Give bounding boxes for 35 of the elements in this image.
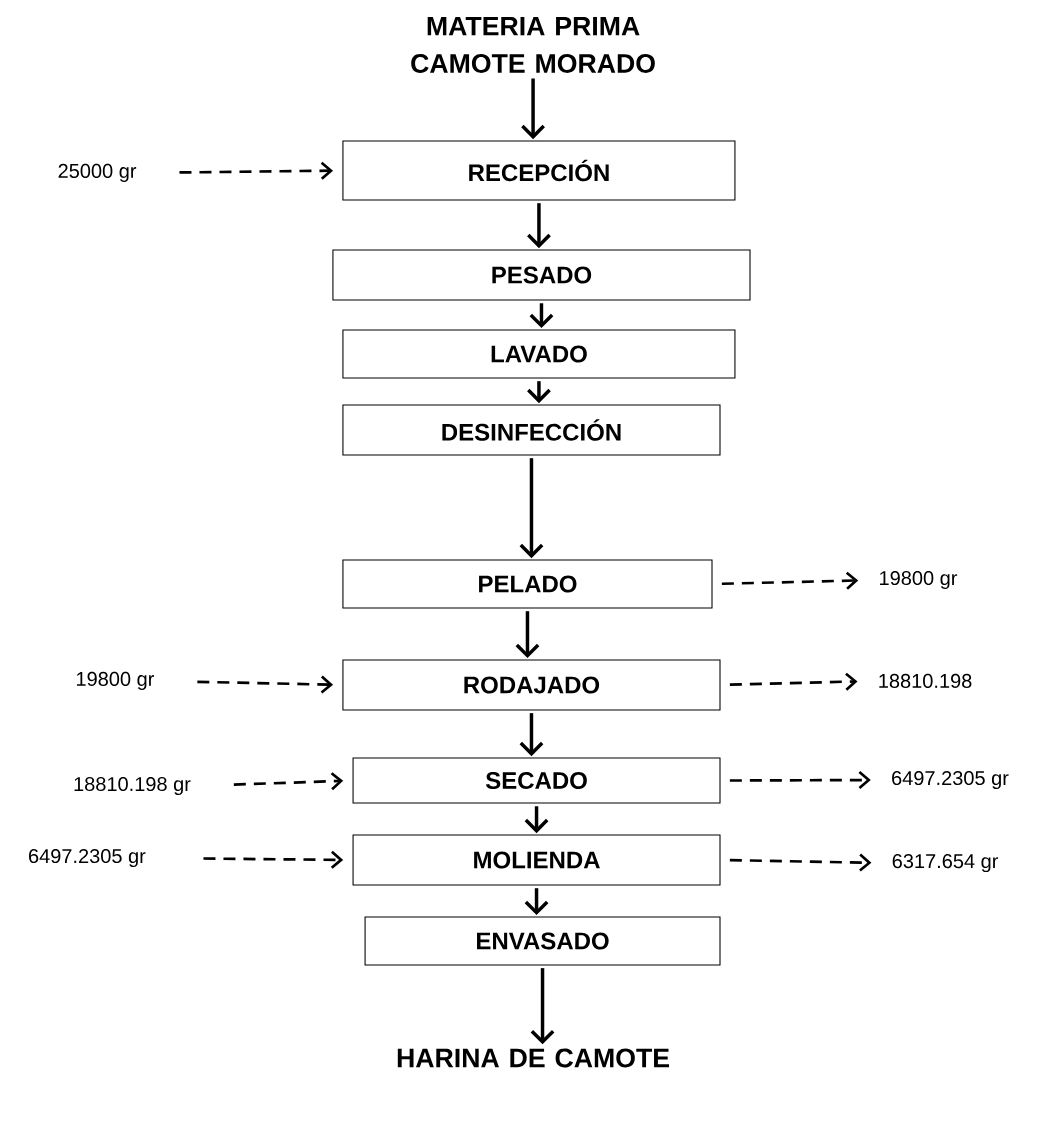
process-box: SECADO — [352, 757, 721, 804]
arrow — [524, 806, 549, 834]
arrow — [519, 458, 544, 559]
arrow — [729, 672, 858, 691]
arrow — [721, 571, 859, 590]
arrow — [203, 850, 344, 869]
process-box: MOLIENDA — [352, 834, 721, 886]
arrow — [179, 161, 334, 180]
process-box: PELADO — [342, 559, 713, 609]
process-box: RECEPCIÓN — [342, 140, 736, 201]
arrow — [233, 772, 344, 791]
arrow — [729, 853, 872, 872]
arrow — [527, 203, 551, 249]
mass-label: 25000 gr — [58, 163, 137, 182]
mass-label: 19800 gr — [77, 671, 155, 690]
arrow — [515, 611, 540, 659]
process-box: ENVASADO — [364, 916, 721, 966]
process-box: RODAJADO — [342, 659, 721, 711]
arrow — [197, 675, 334, 694]
mass-label: 18810.198 — [879, 673, 972, 688]
arrow — [521, 78, 545, 140]
arrow — [530, 968, 555, 1045]
mass-label: 6317.654 gr — [892, 854, 999, 873]
mass-label: 6497.2305 gr — [892, 770, 1009, 790]
mass-label: 18810.198 gr — [74, 776, 191, 796]
flow-label: HARINA DE CAMOTE — [397, 1048, 670, 1068]
arrow — [729, 771, 871, 790]
process-box: PESADO — [332, 249, 751, 301]
process-box: DESINFECCIÓN — [342, 404, 721, 456]
arrow — [524, 888, 549, 916]
process-box: LAVADO — [342, 329, 736, 379]
mass-label: 19800 gr — [880, 570, 958, 590]
flow-label: MATERIA PRIMA CAMOTE MORADO — [411, 16, 655, 73]
arrow — [519, 713, 544, 757]
mass-label: 6497.2305 gr — [29, 848, 146, 868]
